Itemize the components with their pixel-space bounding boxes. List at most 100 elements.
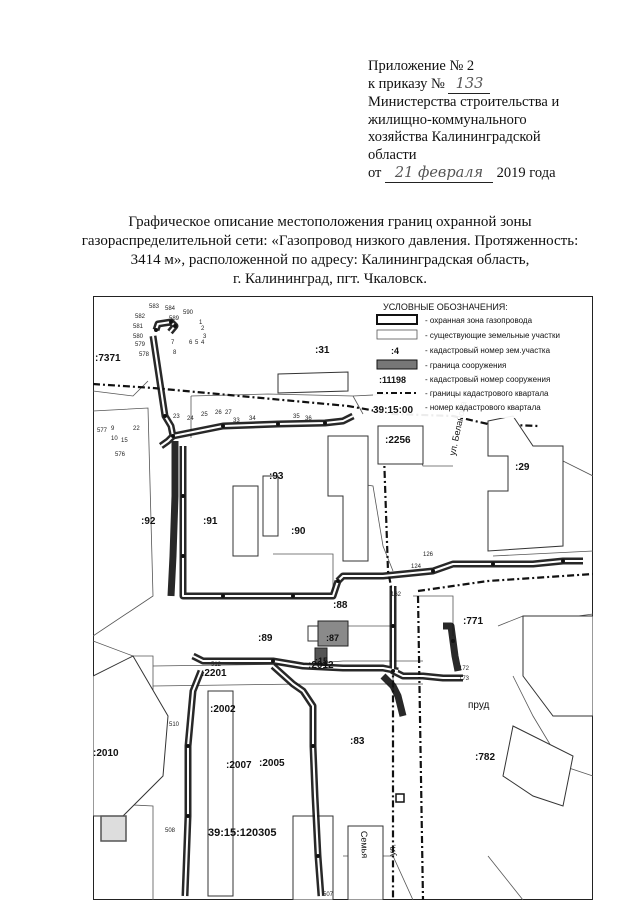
legend-label-parcel-number: - кадастровый номер зем.участка: [425, 346, 551, 355]
shop-sign: Семья: [359, 831, 370, 859]
appendix-line-3: Министерства строительства и: [368, 94, 560, 111]
legend-symbol-quarter-number: 39:15:00: [373, 405, 413, 416]
legend-symbol-parcels: [376, 329, 418, 340]
pt-1: 1: [199, 320, 203, 326]
parcel-782: :782: [475, 752, 495, 763]
date-suffix: 2019 года: [496, 164, 556, 181]
point-labels: 583 584 590 582 589 1 581 2 580 3 6 5 4 …: [97, 304, 470, 898]
parcel-89: :89: [258, 633, 273, 644]
title-line-1: Графическое описание местоположения гран…: [128, 214, 532, 230]
parcel-83: :83: [350, 736, 365, 747]
pt-5: 5: [195, 340, 199, 346]
pt-23: 23: [173, 414, 180, 420]
parcel-2005: :2005: [259, 758, 285, 769]
pt-590: 590: [183, 310, 194, 316]
parcel-90: :90: [291, 526, 306, 537]
pt-161: 173: [459, 676, 470, 682]
parcel-91: :91: [203, 516, 218, 527]
pt-7: 7: [171, 340, 175, 346]
parcel-2002: :2002: [210, 704, 236, 715]
appendix-line-2: к приказу № 133: [368, 76, 628, 95]
parcel-29: :29: [515, 462, 530, 473]
turning-points: [154, 320, 565, 858]
parcel-15: :15: [315, 656, 328, 666]
parcel-2012: :2012: [308, 660, 334, 671]
legend-heading: УСЛОВНЫЕ ОБОЗНАЧЕНИЯ:: [383, 302, 508, 312]
title-line-2: газораспределительной сети: «Газопровод …: [81, 233, 579, 249]
document-title: Графическое описание местоположения гран…: [70, 213, 590, 289]
pt-36: 36: [305, 416, 312, 422]
cadastral-map: :7371 :31 :93 :91 :90 :92 :89 :88 :87 :1…: [93, 296, 593, 900]
pond-label: пруд: [468, 700, 490, 711]
pt-118: 124: [411, 564, 422, 570]
pt-3: 3: [203, 334, 207, 340]
map-frame: [93, 296, 593, 900]
legend-label-zone: - охранная зона газопровода: [425, 316, 533, 325]
appendix-line-4: жилищно-коммунального: [368, 111, 527, 128]
pt-10: 10: [111, 436, 118, 442]
pt-22: 22: [133, 426, 140, 432]
pt-576: 576: [115, 452, 126, 458]
legend-label-structure-number: - кадастровый номер сооружения: [425, 375, 550, 384]
pt-579: 579: [135, 342, 146, 348]
legend-label-quarter-number: - номер кадастрового квартала: [425, 403, 541, 412]
parcel-87: :87: [326, 633, 339, 643]
pt-120: 126: [423, 552, 434, 558]
appendix-line-1: Приложение № 2: [368, 58, 475, 74]
pt-577: 577: [97, 428, 108, 434]
appendix-block: Приложение № 2 к приказу № 133 Министерс…: [368, 58, 628, 184]
order-number: 133: [448, 76, 491, 95]
pt-33: 33: [233, 418, 240, 424]
pt-496: 508: [165, 828, 176, 834]
parcel-31: :31: [315, 345, 330, 356]
appendix-line-5: хозяйства Калининградской: [368, 129, 541, 146]
legend-symbol-parcel-number: :4: [391, 346, 399, 356]
legend-label-parcels: - существующие земельные участки: [425, 331, 560, 340]
pt-25: 25: [201, 412, 208, 418]
pt-160: 172: [459, 666, 470, 672]
pt-229: 507: [323, 892, 334, 898]
pt-583: 583: [149, 304, 160, 310]
pt-9: 9: [111, 426, 115, 432]
pt-34: 34: [249, 416, 256, 422]
pt-589: 589: [169, 316, 180, 322]
parcel-88: :88: [333, 600, 348, 611]
legend-symbol-structure-number: :11198: [379, 375, 406, 385]
order-prefix: к приказу №: [368, 75, 445, 92]
parcel-92: :92: [141, 516, 156, 527]
pt-27: 27: [225, 410, 232, 416]
pt-2: 2: [201, 326, 205, 332]
appendix-line-6: области: [368, 146, 417, 163]
date-handwritten: 21 февраля: [385, 165, 494, 184]
title-line-4: г. Калининград, пгт. Чкаловск.: [233, 271, 427, 287]
parcel-labels: :7371 :31 :93 :91 :90 :92 :89 :88 :87 :1…: [93, 345, 530, 771]
pt-580: 580: [133, 334, 144, 340]
legend-symbol-structure: [376, 359, 418, 370]
parcel-2201: :2201: [201, 668, 227, 679]
pt-26: 26: [215, 410, 222, 416]
pt-578: 578: [139, 352, 150, 358]
legend: УСЛОВНЫЕ ОБОЗНАЧЕНИЯ: - охранная зона га…: [373, 300, 588, 418]
pt-500: 512: [211, 662, 222, 668]
quarter-label: 39:15:120305: [208, 827, 277, 839]
wells: [100, 793, 405, 842]
pt-498: 510: [169, 722, 180, 728]
pt-581: 581: [133, 324, 144, 330]
pt-150: 162: [391, 592, 402, 598]
legend-label-quarter-boundary: - границы кадастрового квартала: [425, 389, 549, 398]
pt-582: 582: [135, 314, 146, 320]
street-bottom: ул.: [387, 844, 397, 856]
pt-24: 24: [187, 416, 194, 422]
parcel-771: :771: [463, 616, 483, 627]
parcel-93: :93: [269, 471, 284, 482]
pt-4: 4: [201, 340, 205, 346]
legend-symbol-zone: [376, 314, 418, 325]
pt-584: 584: [165, 306, 176, 312]
pt-8: 8: [173, 350, 177, 356]
pt-6: 6: [189, 340, 193, 346]
title-line-3: 3414 м», расположенной по адресу: Калини…: [130, 252, 530, 268]
parcel-2007: :2007: [226, 760, 252, 771]
appendix-date-line: от 21 февраля 2019 года: [368, 165, 628, 184]
parcel-2010: :2010: [93, 748, 119, 759]
legend-label-structure: - граница сооружения: [425, 361, 506, 370]
